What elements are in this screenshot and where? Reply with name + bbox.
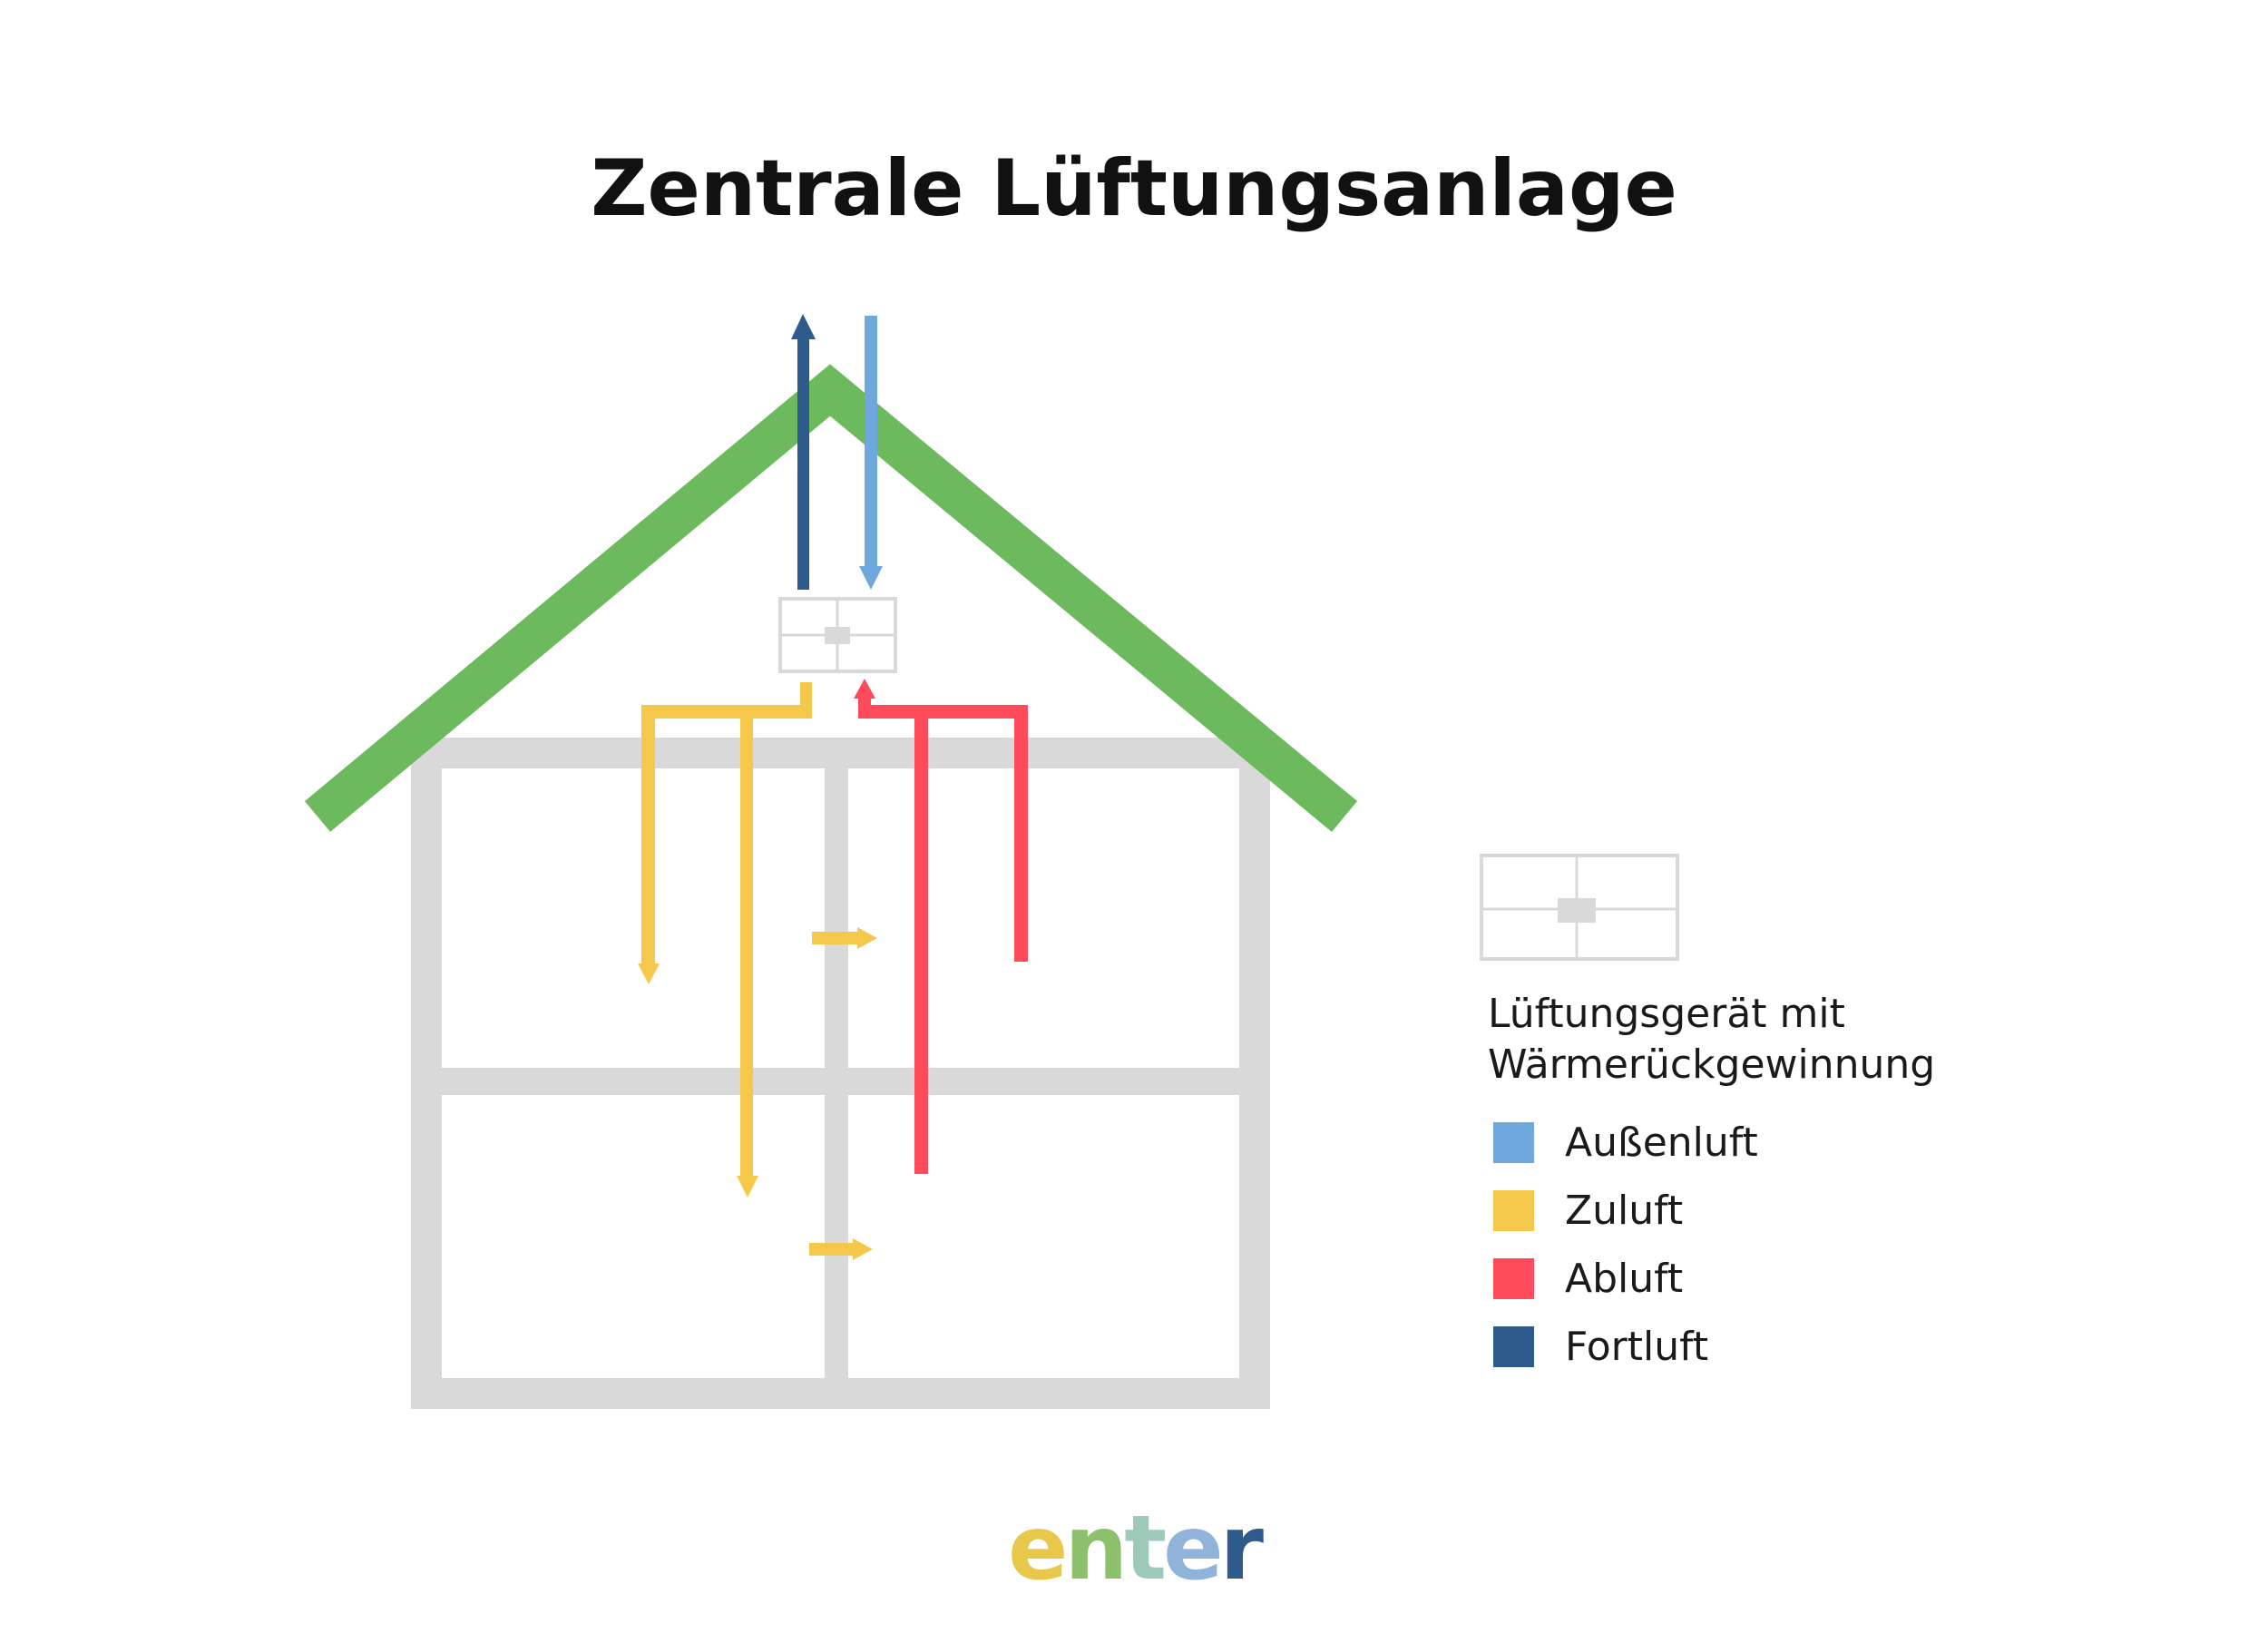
legend-ventilation-unit-icon — [1480, 854, 1679, 961]
legend-label: Fortluft — [1565, 1324, 1709, 1370]
logo-letter: r — [1219, 1497, 1264, 1600]
legend-swatch — [1493, 1190, 1534, 1231]
legend-device-caption-line1: Lüftungsgerät mit — [1488, 991, 1845, 1037]
legend-swatch — [1493, 1258, 1534, 1299]
legend-item-supply-air: Zuluft — [1493, 1177, 1758, 1245]
page-title: Zentrale Lüftungsanlage — [591, 143, 1677, 234]
legend-swatch — [1493, 1326, 1534, 1367]
legend-device-caption-line2: Wärmerückgewinnung — [1488, 1041, 1936, 1088]
legend-swatch — [1493, 1122, 1534, 1163]
legend-label: Zuluft — [1565, 1188, 1684, 1234]
supply-air-duct — [638, 682, 877, 1260]
legend-item-outside-air: Außenluft — [1493, 1109, 1758, 1177]
logo-letter: e — [1163, 1497, 1223, 1600]
brand-logo: enter — [0, 1497, 2268, 1600]
legend-item-extract-air: Abluft — [1493, 1245, 1758, 1313]
legend-item-exhaust-air: Fortluft — [1493, 1313, 1758, 1381]
exhaust-air-duct — [791, 314, 816, 590]
logo-letter: e — [1008, 1497, 1068, 1600]
legend-label: Außenluft — [1565, 1120, 1758, 1166]
outside-air-duct — [859, 316, 883, 590]
ventilation-unit-icon — [778, 597, 897, 673]
logo-letter: t — [1124, 1497, 1167, 1600]
extract-air-duct — [854, 679, 1028, 1174]
legend-device-caption: Lüftungsgerät mit Wärmerückgewinnung — [1488, 989, 1935, 1090]
logo-letter: n — [1064, 1497, 1129, 1600]
legend: Außenluft Zuluft Abluft Fortluft — [1493, 1109, 1758, 1381]
roof — [304, 364, 1358, 832]
house-frame — [411, 738, 1270, 1409]
legend-label: Abluft — [1565, 1256, 1684, 1302]
